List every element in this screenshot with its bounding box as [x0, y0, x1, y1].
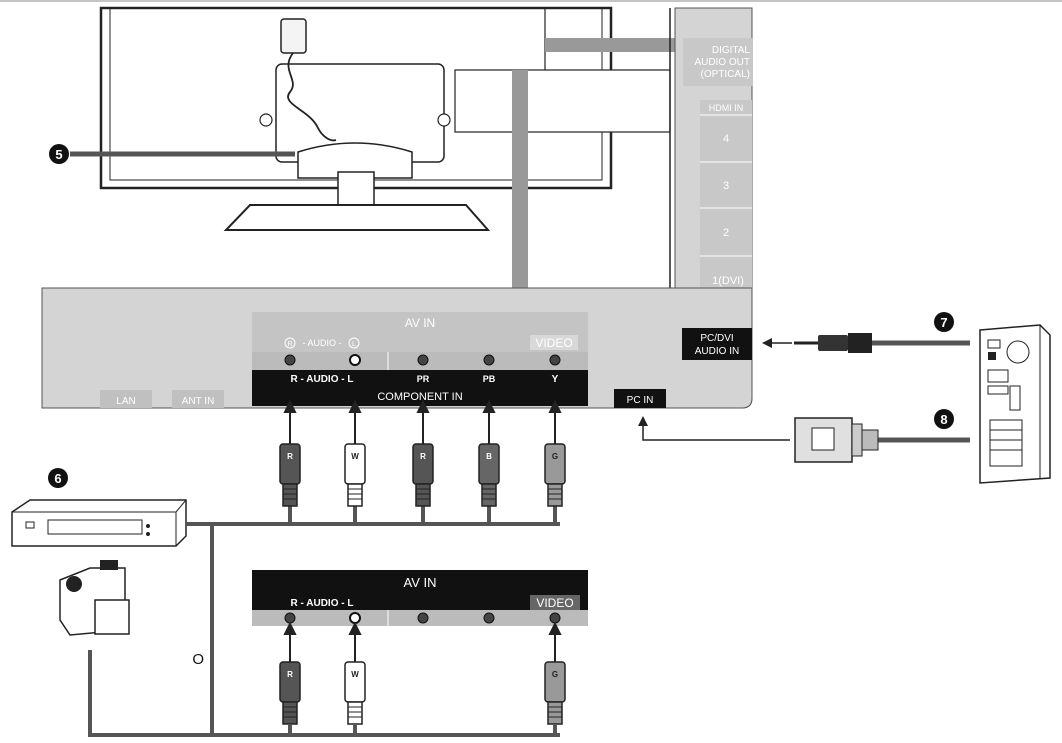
- jack-pr: [417, 354, 429, 366]
- lower-av-in-panel: AV IN R - AUDIO - L VIDEO: [252, 570, 588, 626]
- svg-text:G: G: [552, 670, 558, 679]
- svg-text:AUDIO IN: AUDIO IN: [695, 346, 739, 357]
- svg-text:W: W: [351, 670, 359, 679]
- jack-av-audio-r: [284, 354, 296, 366]
- svg-text:7: 7: [940, 315, 947, 330]
- camcorder: [59, 560, 130, 636]
- svg-text:COMPONENT IN: COMPONENT IN: [377, 391, 462, 403]
- hdmi-port-2: 2: [723, 227, 729, 239]
- svg-text:AUDIO OUT: AUDIO OUT: [694, 57, 750, 68]
- svg-text:R: R: [287, 341, 292, 348]
- pc-tower: [979, 324, 1051, 484]
- svg-text:VIDEO: VIDEO: [536, 596, 573, 610]
- jack-y: [549, 354, 561, 366]
- ant-in-port: ANT IN: [172, 390, 224, 408]
- callout-6: 6: [48, 468, 68, 488]
- svg-text:R - AUDIO - L: R - AUDIO - L: [291, 374, 354, 385]
- dvd-player: [11, 499, 187, 547]
- svg-text:- AUDIO -: - AUDIO -: [302, 338, 341, 348]
- svg-text:L: L: [352, 341, 356, 348]
- svg-text:PC IN: PC IN: [627, 395, 654, 406]
- pc-dvi-audio-in-port: PC/DVI AUDIO IN: [682, 328, 752, 360]
- svg-text:LAN: LAN: [116, 396, 135, 407]
- optical-label: DIGITAL AUDIO OUT (OPTICAL): [694, 45, 750, 80]
- pc-vga-cable: [638, 416, 970, 463]
- svg-text:R - AUDIO - L: R - AUDIO - L: [291, 598, 354, 609]
- svg-text:DIGITAL: DIGITAL: [712, 45, 751, 56]
- pc-in-port: PC IN: [614, 389, 666, 408]
- svg-text:AV IN: AV IN: [404, 575, 437, 590]
- lan-port: LAN: [100, 390, 152, 408]
- svg-text:G: G: [552, 452, 558, 461]
- jack-pb: [483, 354, 495, 366]
- callout-8: 8: [934, 409, 954, 429]
- lower-plugs: R W G: [279, 621, 566, 725]
- svg-text:8: 8: [940, 412, 947, 427]
- pc-audio-cable: [762, 333, 970, 353]
- hdmi-port-1-dvi: 1(DVI): [712, 275, 744, 287]
- tv-rear-outline: [99, 6, 613, 231]
- upper-plugs: R W R B G: [279, 399, 566, 507]
- lower-cables: [88, 650, 560, 737]
- component-cables: [186, 506, 560, 735]
- svg-text:AV IN: AV IN: [405, 316, 435, 330]
- av-component-panel: AV IN R - AUDIO - L VIDEO R - AUDIO - L …: [252, 312, 588, 406]
- svg-text:PB: PB: [483, 374, 496, 384]
- hdmi-in-label: HDMI IN: [709, 103, 744, 113]
- callout-5: 5: [49, 144, 295, 164]
- svg-text:R: R: [420, 452, 426, 461]
- svg-text:ANT IN: ANT IN: [182, 396, 215, 407]
- svg-text:VIDEO: VIDEO: [535, 336, 572, 350]
- svg-text:R: R: [287, 452, 293, 461]
- svg-text:R: R: [287, 670, 293, 679]
- svg-text:PR: PR: [417, 374, 430, 384]
- svg-text:6: 6: [54, 471, 61, 486]
- hdmi-port-4: 4: [723, 133, 729, 145]
- callout-7: 7: [934, 312, 954, 332]
- svg-text:Y: Y: [552, 374, 559, 385]
- svg-text:B: B: [486, 452, 492, 461]
- svg-text:(OPTICAL): (OPTICAL): [701, 69, 750, 80]
- hdmi-port-3: 3: [723, 180, 729, 192]
- svg-text:5: 5: [55, 147, 62, 162]
- svg-text:W: W: [351, 452, 359, 461]
- svg-text:PC/DVI: PC/DVI: [700, 333, 733, 344]
- jack-av-audio-l: [349, 354, 361, 366]
- or-label: O: [192, 651, 204, 668]
